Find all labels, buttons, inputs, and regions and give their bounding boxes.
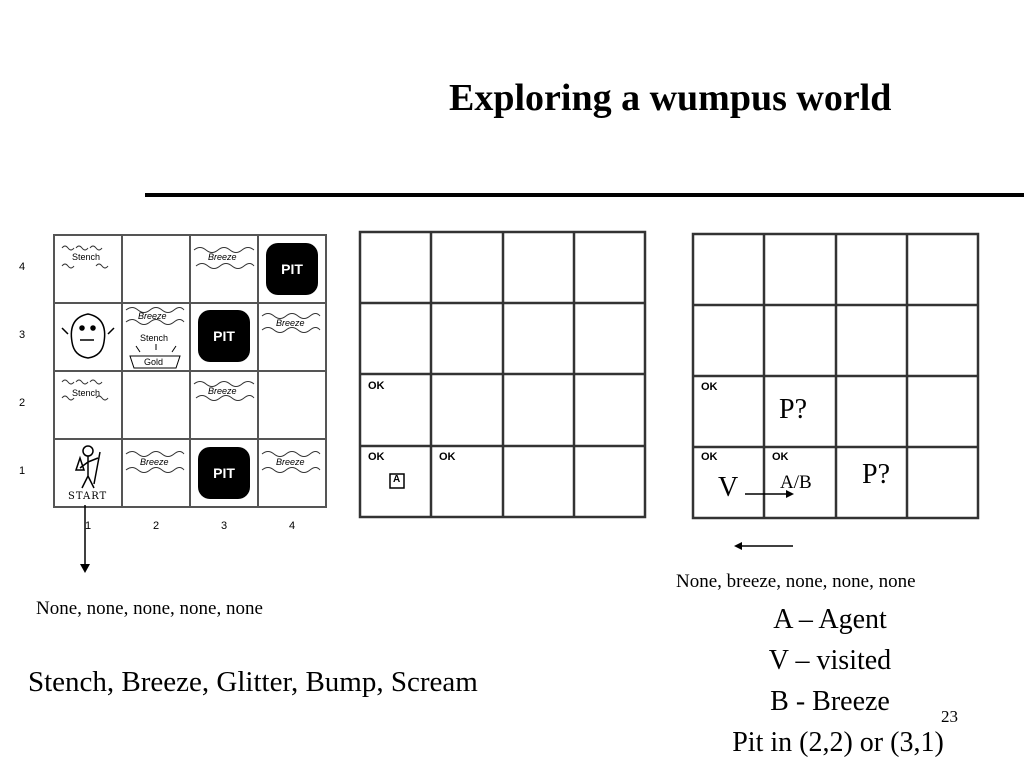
agent-marker: A (393, 474, 401, 485)
breeze-label: Breeze (140, 457, 169, 467)
pit-marker: PIT (266, 243, 318, 295)
visited-marker: V (718, 472, 739, 503)
row-label-1: 1 (19, 465, 26, 477)
col-label-2: 2 (153, 520, 160, 532)
row-label-3: 3 (19, 329, 26, 341)
col-label-3: 3 (221, 520, 228, 532)
col-label-4: 4 (289, 520, 296, 532)
col-label-1: 1 (85, 520, 92, 532)
slide-number: 23 (941, 707, 958, 726)
pit-marker: PIT (198, 310, 250, 362)
agent-icon (74, 445, 101, 489)
stench-label: Stench (140, 333, 169, 343)
pit-guess-marker: P? (862, 459, 890, 490)
gold-label: Gold (144, 357, 164, 367)
slide-title: Exploring a wumpus world (449, 77, 892, 119)
ok-marker: OK (368, 451, 385, 463)
breeze-label: Breeze (138, 311, 167, 321)
pit-marker: PIT (198, 447, 250, 499)
breeze-label: Breeze (276, 318, 305, 328)
row-label-2: 2 (19, 397, 26, 409)
gold-icon (129, 344, 181, 369)
breeze-label: Breeze (276, 457, 305, 467)
percept-caption-start: None, none, none, none, none (36, 598, 263, 619)
row-label-4: 4 (19, 261, 26, 273)
percept-list: Stench, Breeze, Glitter, Bump, Scream (28, 666, 478, 698)
title-underline (145, 193, 1024, 197)
agent-breeze-marker: A/B (780, 472, 812, 493)
ok-marker: OK (701, 381, 718, 393)
pit-conclusion: Pit in (2,2) or (3,1) (732, 727, 944, 758)
stench-label: Stench (72, 388, 101, 398)
legend-visited: V – visited (768, 645, 892, 676)
legend-agent: A – Agent (773, 604, 887, 635)
start-label: START (68, 491, 108, 502)
stench-label: Stench (72, 252, 101, 262)
ok-marker: OK (772, 451, 789, 463)
wumpus-icon (61, 313, 115, 359)
breeze-label: Breeze (208, 252, 237, 262)
pit-guess-marker: P? (779, 394, 807, 425)
ok-marker: OK (439, 451, 456, 463)
legend-breeze: B - Breeze (770, 686, 890, 717)
percept-caption-after-move: None, breeze, none, none, none (676, 571, 916, 592)
ok-marker: OK (368, 380, 385, 392)
breeze-label: Breeze (208, 386, 237, 396)
ok-marker: OK (701, 451, 718, 463)
